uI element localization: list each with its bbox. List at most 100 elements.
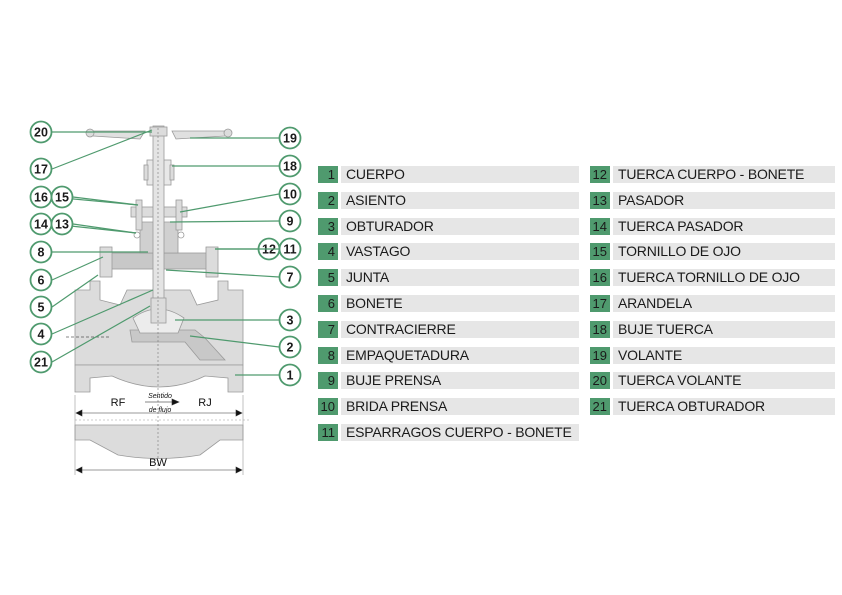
part-name: JUNTA (341, 269, 579, 287)
callout-number: 21 (34, 356, 48, 370)
callout-circle (29, 240, 53, 264)
part-name: BUJE PRENSA (341, 372, 579, 390)
callout-number: 7 (287, 271, 294, 285)
callout-circle (29, 350, 53, 374)
part-name: BONETE (341, 295, 579, 312)
callout-circle (50, 212, 74, 236)
leader-line (189, 335, 280, 348)
callout-13: 13 (50, 212, 137, 236)
part-number: 19 (590, 346, 610, 364)
callout-10: 10 (179, 182, 302, 213)
callout-18: 18 (172, 154, 302, 178)
callout-15: 15 (50, 185, 139, 209)
part-number: 13 (590, 191, 610, 209)
callout-circle (29, 268, 53, 292)
part-name: PASADOR (613, 191, 835, 209)
part-number: 10 (318, 398, 338, 416)
callout-circle (278, 182, 302, 206)
callout-11: 11 (215, 237, 302, 261)
part-name: OBTURADOR (341, 217, 579, 235)
leader-line (165, 269, 280, 278)
part-number: 14 (590, 217, 610, 235)
callout-number: 1 (287, 369, 294, 383)
callout-circle (278, 126, 302, 150)
callout-number: 2 (287, 341, 294, 355)
callout-number: 14 (34, 218, 48, 232)
callout-8: 8 (29, 240, 148, 264)
callout-4: 4 (29, 289, 154, 346)
callout-16: 16 (29, 185, 139, 209)
callout-14: 14 (29, 212, 137, 236)
part-number: 18 (590, 320, 610, 338)
part-name: EMPAQUETADURA (341, 346, 579, 364)
callout-number: 9 (287, 215, 294, 229)
callout-circle (278, 335, 302, 359)
callout-number: 3 (287, 314, 294, 328)
callout-circle (29, 157, 53, 181)
callout-number: 6 (38, 274, 45, 288)
leader-line (169, 220, 280, 223)
callout-1: 1 (235, 363, 302, 387)
part-name: ARANDELA (613, 295, 835, 312)
flow-direction-label: Sentido (148, 393, 172, 400)
part-name: ASIENTO (341, 191, 579, 209)
callout-number: 5 (38, 301, 45, 315)
callout-2: 2 (189, 335, 302, 359)
part-name: TUERCA VOLANTE (613, 372, 835, 390)
callout-circle (29, 322, 53, 346)
rj-label: RJ (198, 397, 211, 409)
part-number: 3 (318, 217, 338, 235)
callout-21: 21 (29, 305, 151, 374)
leader-line (72, 196, 139, 206)
part-number: 21 (590, 398, 610, 416)
callout-9: 9 (169, 209, 302, 233)
callout-17: 17 (29, 129, 153, 181)
leader-line (72, 223, 137, 234)
rf-label: RF (111, 397, 126, 409)
callout-20: 20 (29, 120, 152, 144)
callout-circle (278, 265, 302, 289)
part-number: 9 (318, 372, 338, 390)
part-name: TUERCA TORNILLO DE OJO (613, 269, 835, 287)
callout-circle (278, 308, 302, 332)
part-name: BUJE TUERCA (613, 320, 835, 338)
callout-circle (278, 209, 302, 233)
callout-number: 13 (55, 218, 69, 232)
part-number: 11 (318, 424, 338, 441)
callout-number: 8 (38, 246, 45, 260)
part-name: CUERPO (341, 166, 579, 183)
callout-number: 15 (55, 191, 69, 205)
callout-number: 18 (283, 160, 297, 174)
callout-number: 20 (34, 126, 48, 140)
callout-circle (29, 120, 53, 144)
callout-number: 17 (34, 163, 48, 177)
leader-line (51, 129, 153, 170)
callout-circle (278, 363, 302, 387)
callout-number: 4 (38, 328, 45, 342)
part-name: TORNILLO DE OJO (613, 243, 835, 261)
part-name: TUERCA PASADOR (613, 217, 835, 235)
part-number: 5 (318, 269, 338, 287)
part-name: ESPARRAGOS CUERPO - BONETE (341, 424, 579, 441)
part-number: 1 (318, 166, 338, 183)
part-name: BRIDA PRENSA (341, 398, 579, 416)
part-name: TUERCA CUERPO - BONETE (613, 166, 835, 183)
